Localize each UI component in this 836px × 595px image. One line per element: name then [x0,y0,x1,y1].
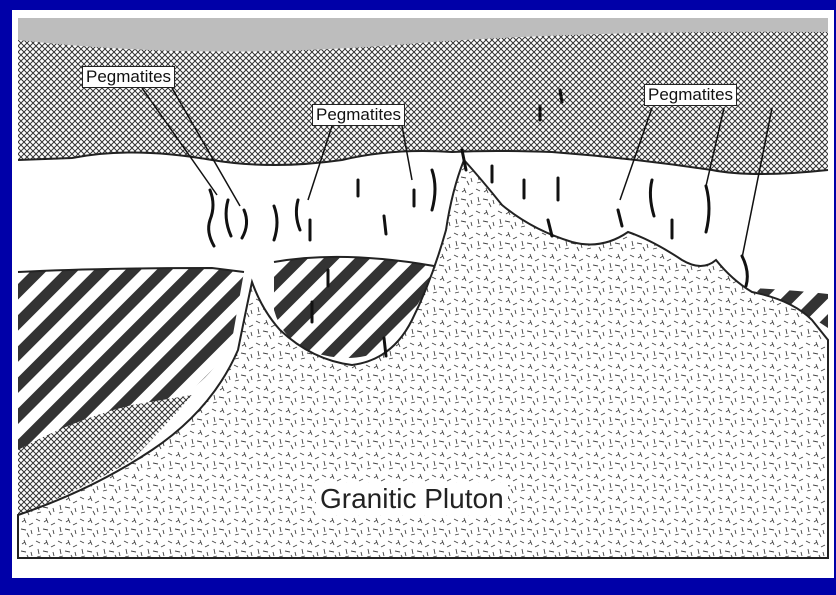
pegmatites-label-right: Pegmatites [644,84,737,106]
figure-panel: Pegmatites Pegmatites Pegmatites Graniti… [12,10,834,578]
pegmatites-label-middle: Pegmatites [312,104,405,126]
pegmatites-label-left: Pegmatites [82,66,175,88]
granitic-pluton-label: Granitic Pluton [316,483,508,515]
